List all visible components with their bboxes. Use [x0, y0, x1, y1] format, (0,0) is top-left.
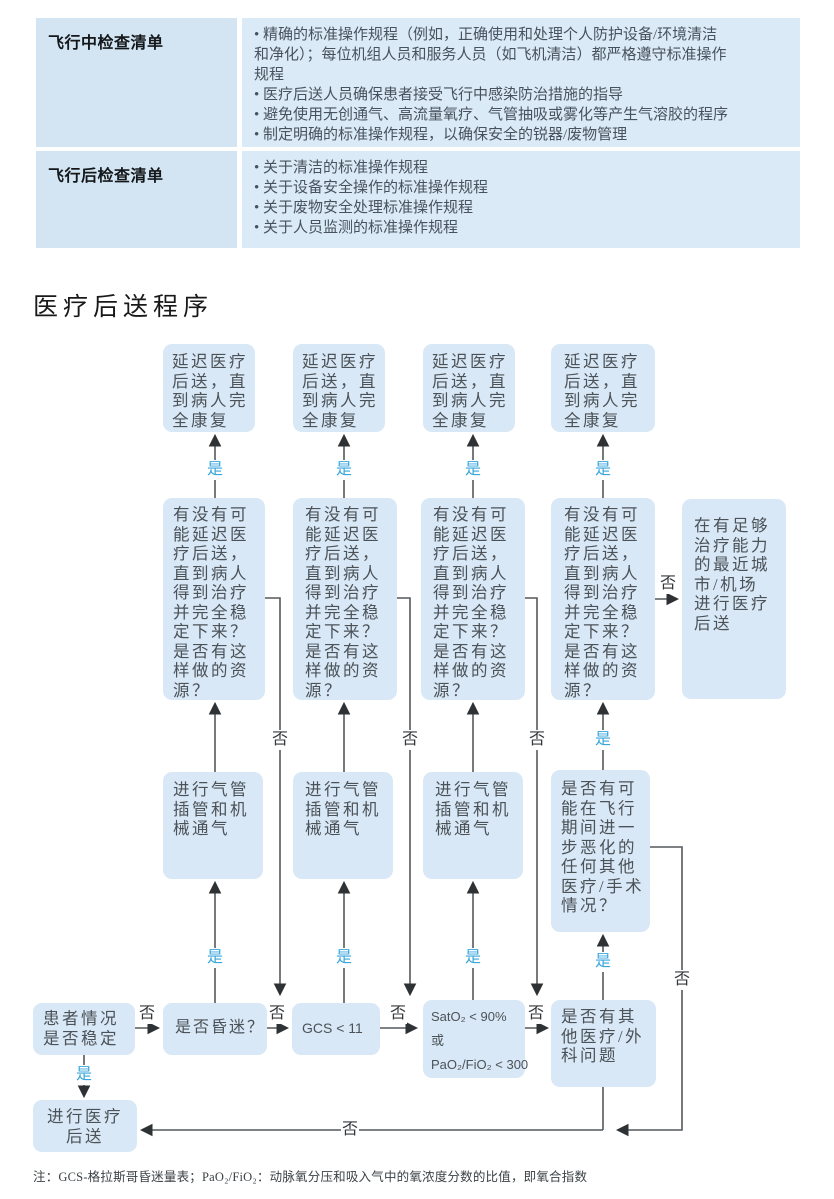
- yes-label: 是: [334, 948, 354, 968]
- delay-evacuation-box-4: 延迟医疗 后送，直 到病人完 全康复: [551, 344, 655, 432]
- no-label: 否: [137, 1004, 157, 1024]
- delay-question-box-4: 有没有可 能延迟医 疗后送， 直到病人 得到治疗 并完全稳 定下来？ 是否有这 …: [551, 498, 655, 700]
- no-label: 否: [270, 730, 290, 750]
- delay-evacuation-box-2: 延迟医疗 后送，直 到病人完 全康复: [293, 344, 385, 432]
- coma-question-box: 是否昏迷？: [163, 1003, 267, 1055]
- oxygen-criterion-box: SatO₂ < 90% 或 PaO₂/FiO₂ < 300: [423, 1000, 528, 1078]
- checklist-item: • 关于设备安全操作的标准操作规程: [254, 180, 489, 196]
- no-label: 否: [527, 730, 547, 750]
- gcs-criterion-box: GCS < 11: [292, 1003, 380, 1055]
- no-label: 否: [267, 1004, 287, 1024]
- worsening-question-box: 是否有可 能在飞行 期间进一 步恶化的 任何其他 医疗/手术 情况？: [551, 770, 650, 932]
- no-label: 否: [388, 1004, 408, 1024]
- section-title: 医疗后送程序: [33, 294, 214, 321]
- evacuate-box: 进行医疗 后送: [33, 1100, 137, 1152]
- checklist-item: • 避免使用无创通气、高流量氧疗、气管抽吸或雾化等产生气溶胶的程序: [254, 107, 729, 123]
- intubation-box-2: 进行气管 插管和机 械通气: [293, 772, 393, 879]
- no-label: 否: [340, 1120, 360, 1140]
- checklist-item: • 制定明确的标准操作规程，以确保安全的锐器/废物管理: [254, 127, 628, 143]
- connector: [397, 597, 417, 997]
- intubation-box-1: 进行气管 插管和机 械通气: [163, 772, 263, 879]
- yes-label: 是: [205, 948, 225, 968]
- yes-label: 是: [593, 952, 613, 972]
- other-problems-box: 是否有其 他医疗/外 科问题: [551, 1000, 656, 1087]
- postflight-checklist-label: 飞行后检查清单: [36, 151, 237, 248]
- no-label: 否: [672, 970, 692, 990]
- checklist-item: • 关于清洁的标准操作规程: [254, 160, 429, 176]
- yes-label: 是: [74, 1065, 94, 1085]
- postflight-checklist-items: • 关于清洁的标准操作规程 • 关于设备安全操作的标准操作规程 • 关于废物安全…: [242, 151, 800, 248]
- checklist-item: • 关于废物安全处理标准操作规程: [254, 200, 474, 216]
- yes-label: 是: [463, 460, 483, 480]
- checklist-item: • 关于人员监测的标准操作规程: [254, 220, 459, 236]
- delay-question-box-2: 有没有可 能延迟医 疗后送， 直到病人 得到治疗 并完全稳 定下来？ 是否有这 …: [293, 498, 397, 700]
- yes-label: 是: [205, 460, 225, 480]
- delay-question-box-3: 有没有可 能延迟医 疗后送， 直到病人 得到治疗 并完全稳 定下来？ 是否有这 …: [421, 498, 525, 700]
- inflight-checklist-items: • 精确的标准操作规程（例如，正确使用和处理个人防护设备/环境清洁 和净化）；每…: [242, 18, 800, 147]
- no-label: 否: [400, 730, 420, 750]
- no-label: 否: [526, 1004, 546, 1024]
- checklist-item: • 精确的标准操作规程（例如，正确使用和处理个人防护设备/环境清洁 和净化）；每…: [254, 27, 727, 83]
- patient-stable-box: 患者情况 是否稳定: [33, 1003, 135, 1055]
- yes-label: 是: [593, 460, 613, 480]
- no-label: 否: [658, 574, 678, 594]
- inflight-checklist-label: 飞行中检查清单: [36, 18, 237, 147]
- connector: [265, 597, 287, 997]
- intubation-box-3: 进行气管 插管和机 械通气: [423, 772, 523, 879]
- nearest-city-evacuation-box: 在有足够 治疗能力 的最近城 市/机场 进行医疗 后送: [682, 499, 786, 699]
- delay-evacuation-box-1: 延迟医疗 后送，直 到病人完 全康复: [163, 344, 255, 432]
- footnote: 注：GCS-格拉斯哥昏迷量表；PaO₂/FiO₂：动脉氧分压和吸入气中的氧浓度分…: [33, 1170, 588, 1184]
- yes-label: 是: [334, 460, 354, 480]
- delay-question-box-1: 有没有可 能延迟医 疗后送， 直到病人 得到治疗 并完全稳 定下来？ 是否有这 …: [163, 498, 265, 700]
- yes-label: 是: [463, 948, 483, 968]
- yes-label: 是: [593, 730, 613, 750]
- checklist-item: • 医疗后送人员确保患者接受飞行中感染防治措施的指导: [254, 87, 624, 103]
- delay-evacuation-box-3: 延迟医疗 后送，直 到病人完 全康复: [423, 344, 515, 432]
- connector: [525, 597, 544, 997]
